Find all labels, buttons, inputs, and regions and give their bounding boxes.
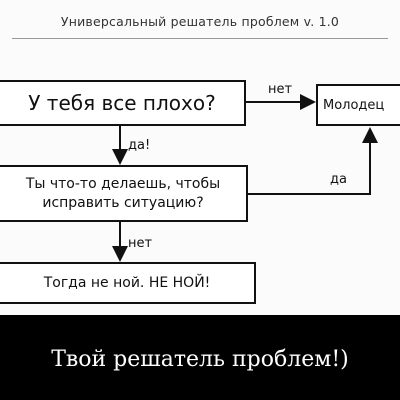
node-good: Молодец — [316, 84, 400, 126]
node-doing-line2: исправить ситуацию? — [42, 194, 204, 211]
edge-label-yes-first: да! — [128, 138, 151, 153]
node-dont-whine: Тогда не ной. НЕ НОЙ! — [0, 262, 256, 304]
flowchart-panel: Универсальный решатель проблем v. 1.0 У … — [0, 0, 400, 315]
arrow-doing-to-good — [248, 127, 378, 195]
chart-title: Универсальный решатель проблем v. 1.0 — [60, 14, 340, 29]
title-divider — [12, 38, 388, 39]
flow-arrows — [112, 94, 378, 262]
edge-label-no-bottom: нет — [128, 236, 153, 251]
node-doing-line1: Ты что-то делаешь, чтобы — [25, 175, 221, 192]
node-question: У тебя все плохо? — [0, 80, 246, 126]
node-doing: Ты что-то делаешь, чтобы исправить ситуа… — [0, 165, 248, 222]
edge-label-no-top: нет — [268, 82, 293, 97]
edge-label-yes-right: да — [330, 172, 347, 187]
poster-caption: Твой решатель проблем!) — [51, 346, 349, 372]
